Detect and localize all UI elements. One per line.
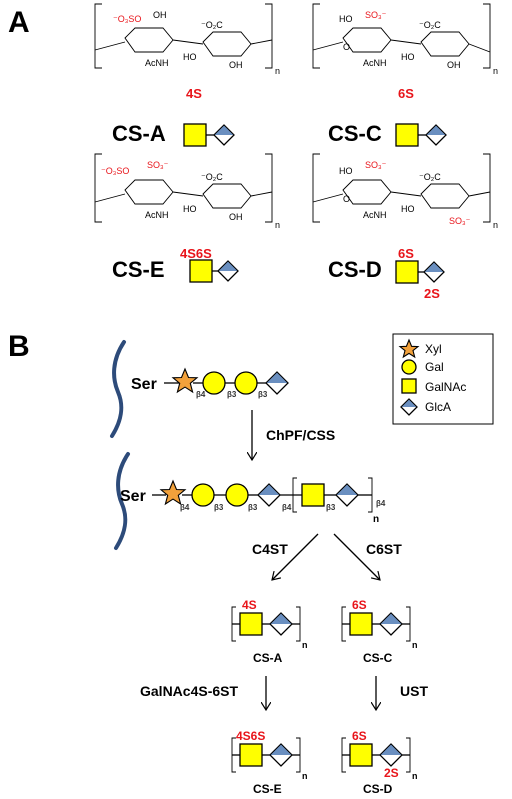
repeat-n: n	[302, 771, 308, 781]
product-cs-a: 4S n CS-A	[231, 598, 308, 665]
panel-b-label: B	[8, 330, 30, 363]
core-protein-curve	[110, 340, 126, 438]
cs-c-label: CS-C	[328, 121, 382, 146]
chem-substituent: OH	[153, 10, 167, 20]
chem-substituent: OH	[229, 60, 243, 70]
linkage-b3: β3	[214, 503, 224, 512]
legend: Xyl Gal GalNAc GlcA	[392, 333, 494, 425]
repeat-n: n	[275, 220, 280, 230]
repeat-n: n	[373, 514, 379, 525]
chem-substituent: HO	[339, 166, 353, 176]
sulfation-label: 4S6S	[180, 246, 212, 261]
sulfation-label: 6S	[352, 598, 367, 612]
chem-substituent: HO	[401, 52, 415, 62]
sulfation-label: 6S	[398, 86, 414, 101]
chem-substituent: HO	[183, 52, 197, 62]
ser-label: Ser	[131, 376, 157, 393]
sulfation-label: 4S6S	[236, 729, 265, 743]
ser-label: Ser	[120, 488, 146, 505]
product-cs-c: 6S n CS-C	[341, 598, 418, 665]
chem-substituent: HO	[183, 204, 197, 214]
chem-substituent: HO	[339, 14, 353, 24]
chem-substituent: O	[343, 42, 350, 52]
repeat-n: n	[275, 66, 280, 76]
linkage-b4: β4	[282, 503, 292, 512]
sulfation-label: 6S	[352, 729, 367, 743]
sulfate-group: SO₃⁻	[147, 160, 169, 170]
cs-d-label: CS-D	[328, 257, 382, 282]
repeat-n: n	[493, 220, 498, 230]
linkage-b3: β3	[326, 503, 336, 512]
enzyme-ust: UST	[400, 683, 428, 699]
product-cs-e: 4S6S n CS-E	[231, 729, 308, 796]
linkage-b4: β4	[196, 390, 206, 399]
chem-substituent: OH	[229, 212, 243, 222]
panel-a-label: A	[8, 6, 30, 39]
linker-row-1: β4 β3 β3	[164, 367, 289, 399]
glycan-symbol-cs-a	[183, 123, 235, 147]
product-name: CS-E	[253, 782, 282, 796]
legend-xyl: Xyl	[425, 342, 442, 356]
sulfate-group: SO₃⁻	[365, 160, 387, 170]
chem-substituent: AcNH	[145, 210, 169, 220]
chem-structure-cs-c: HO SO₃⁻ O AcNH ⁻O₂C HO OH n	[312, 3, 498, 76]
cs-e-label: CS-E	[112, 257, 165, 282]
glycan-symbol-cs-c	[395, 123, 447, 147]
linkage-b3: β3	[248, 503, 258, 512]
product-cs-d: 6S 2S n CS-D	[341, 729, 418, 796]
chem-substituent: AcNH	[363, 210, 387, 220]
chem-substituent: ⁻O₂C	[419, 172, 441, 182]
linkage-b3: β3	[258, 390, 268, 399]
repeat-n: n	[412, 640, 418, 650]
chem-substituent: ⁻O₂C	[201, 172, 223, 182]
sulfate-group: ⁻O₃SO	[113, 14, 141, 24]
linkage-b4: β4	[376, 499, 386, 508]
glycan-symbol-cs-d	[395, 260, 445, 284]
glycan-symbol-cs-e	[189, 259, 239, 283]
enzyme-c6st: C6ST	[366, 541, 402, 557]
repeat-n: n	[412, 771, 418, 781]
chem-structure-cs-d: HO SO₃⁻ O AcNH ⁻O₂C HO SO₃⁻ n	[312, 153, 498, 230]
linker-row-2: β4 β3 β3 β4 β3 β4 n	[152, 477, 386, 525]
product-name: CS-A	[253, 651, 283, 665]
sulfation-label: 4S	[242, 598, 257, 612]
legend-gal: Gal	[425, 360, 444, 374]
repeat-n: n	[302, 640, 308, 650]
arrow-c4st	[272, 533, 319, 580]
chem-structure-cs-e: ⁻O₃SO SO₃⁻ AcNH ⁻O₂C HO OH n	[94, 153, 280, 230]
chem-substituent: AcNH	[363, 58, 387, 68]
chem-substituent: AcNH	[145, 58, 169, 68]
chem-substituent: ⁻O₂C	[419, 20, 441, 30]
sulfate-group: SO₃⁻	[365, 10, 387, 20]
repeat-n: n	[493, 66, 498, 76]
cs-a-label: CS-A	[112, 121, 166, 146]
sulfation-label-2s: 2S	[384, 766, 399, 780]
sulfation-label: 6S	[398, 246, 414, 261]
product-name: CS-D	[363, 782, 393, 796]
chem-substituent: ⁻O₂C	[201, 20, 223, 30]
product-name: CS-C	[363, 651, 393, 665]
legend-glca: GlcA	[425, 400, 451, 414]
linkage-b4: β4	[180, 503, 190, 512]
sulfate-group: SO₃⁻	[449, 216, 471, 226]
core-protein-curve	[114, 452, 130, 550]
chem-substituent: OH	[447, 60, 461, 70]
sulfate-group: ⁻O₃SO	[101, 166, 129, 176]
chem-substituent: O	[343, 194, 350, 204]
enzyme-chpf-css: ChPF/CSS	[266, 427, 335, 443]
enzyme-c4st: C4ST	[252, 541, 288, 557]
legend-galnac: GalNAc	[425, 380, 466, 394]
sulfation-label: 4S	[186, 86, 202, 101]
sulfation-label-2s: 2S	[424, 286, 440, 301]
enzyme-galnac4s-6st: GalNAc4S-6ST	[140, 683, 238, 699]
linkage-b3: β3	[227, 390, 237, 399]
chem-structure-cs-a: ⁻O₃SO OH AcNH ⁻O₂C HO OH n	[94, 3, 280, 76]
chem-substituent: HO	[401, 204, 415, 214]
arrow-c6st	[333, 533, 380, 580]
